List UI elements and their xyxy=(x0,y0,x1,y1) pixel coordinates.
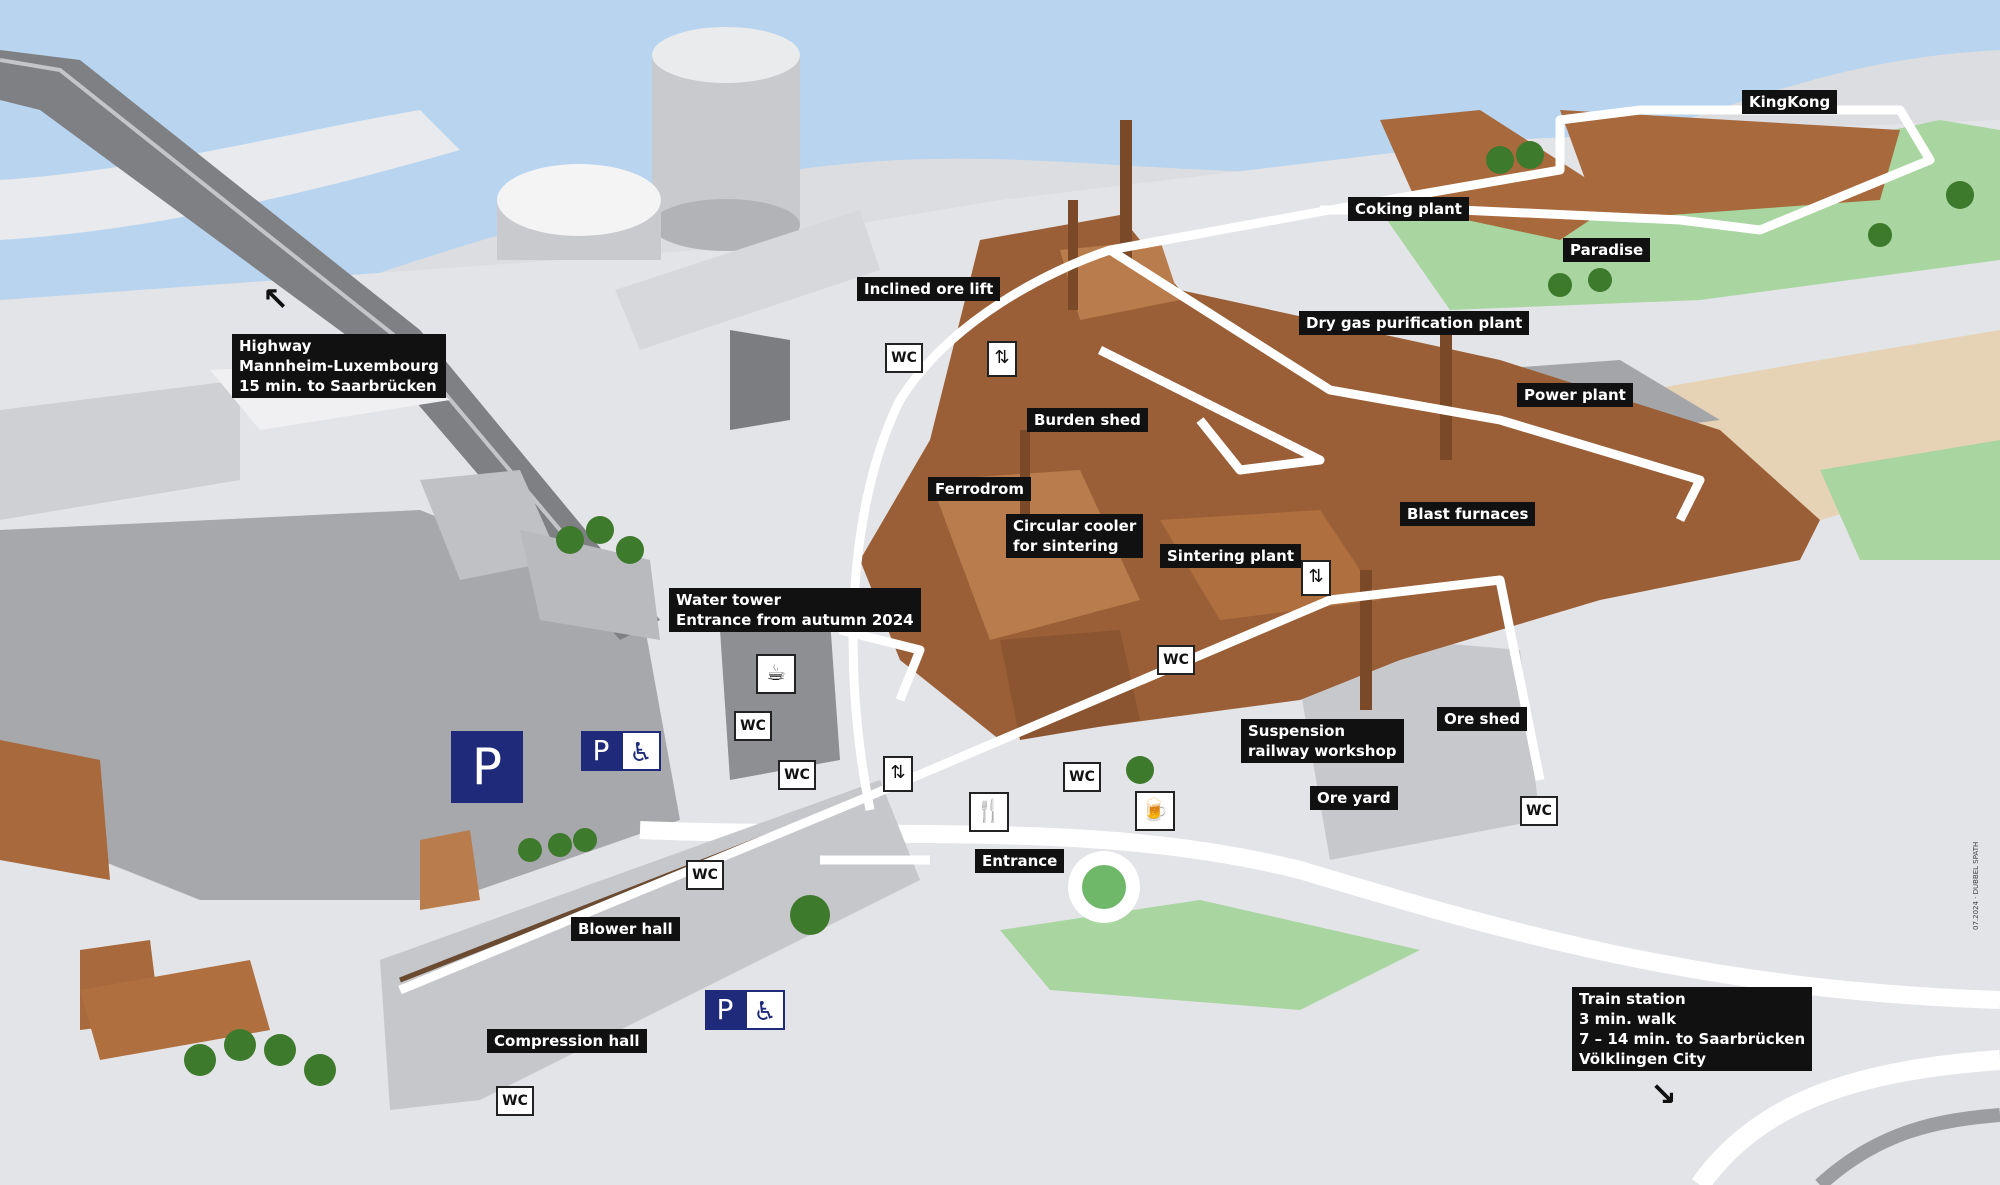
label-water-tower-line1: Water tower xyxy=(676,591,781,609)
wc-icon: WC xyxy=(686,860,724,890)
label-ore-shed: Ore shed xyxy=(1437,707,1528,731)
label-blast-furnaces: Blast furnaces xyxy=(1400,502,1536,526)
river xyxy=(0,0,2000,320)
label-train-station-line1: Train station xyxy=(1579,990,1686,1008)
label-circular-cooler: Circular cooler for sintering xyxy=(1006,514,1144,558)
beer-garden-icon: 🍺 xyxy=(1135,791,1175,831)
wheelchair-icon: ♿ xyxy=(621,731,661,771)
blower-hall xyxy=(380,780,920,1110)
elevator-icon: ⇅ xyxy=(883,756,913,792)
wc-icon: WC xyxy=(1157,645,1195,675)
label-dry-gas-purification: Dry gas purification plant xyxy=(1299,311,1530,335)
label-circular-cooler-line2: for sintering xyxy=(1013,537,1119,555)
elevator-icon: ⇅ xyxy=(1301,560,1331,596)
wc-icon: WC xyxy=(496,1086,534,1116)
label-sintering-plant: Sintering plant xyxy=(1160,544,1301,568)
map-credit: 07.2024 · DUBBEL SPATH xyxy=(1972,841,1980,930)
label-water-tower: Water tower Entrance from autumn 2024 xyxy=(669,588,921,632)
label-train-station-line4: Völklingen City xyxy=(1579,1050,1707,1068)
wc-icon: WC xyxy=(734,711,772,741)
label-highway: Highway Mannheim-Luxembourg 15 min. to S… xyxy=(232,334,446,398)
label-highway-line2: Mannheim-Luxembourg xyxy=(239,357,439,375)
restaurant-icon: 🍴 xyxy=(969,792,1009,832)
cafe-icon: ☕ xyxy=(756,654,796,694)
elevator-icon: ⇅ xyxy=(987,341,1017,377)
parking-icon: P xyxy=(705,990,745,1030)
label-circular-cooler-line1: Circular cooler xyxy=(1013,517,1137,535)
label-blower-hall: Blower hall xyxy=(571,917,680,941)
label-burden-shed: Burden shed xyxy=(1027,408,1148,432)
label-paradise: Paradise xyxy=(1563,238,1651,262)
wc-icon: WC xyxy=(1520,796,1558,826)
parking-icon: P xyxy=(581,731,621,771)
trees xyxy=(184,141,1974,1086)
accessible-parking: P ♿ xyxy=(581,731,661,771)
label-train-station: Train station 3 min. walk 7 – 14 min. to… xyxy=(1572,987,1813,1071)
label-highway-line3: 15 min. to Saarbrücken xyxy=(239,377,437,395)
arrow-nw-icon: ↖ xyxy=(262,280,289,318)
parking-icon: P xyxy=(451,731,523,803)
label-suspension-line2: railway workshop xyxy=(1248,742,1397,760)
label-suspension-line1: Suspension xyxy=(1248,722,1346,740)
label-compression-hall: Compression hall xyxy=(487,1029,647,1053)
wc-icon: WC xyxy=(778,760,816,790)
label-entrance: Entrance xyxy=(975,849,1065,873)
label-inclined-ore-lift: Inclined ore lift xyxy=(857,277,1001,301)
wc-icon: WC xyxy=(1063,762,1101,792)
label-ferrodrom: Ferrodrom xyxy=(928,477,1031,501)
label-power-plant: Power plant xyxy=(1517,383,1633,407)
label-suspension-railway: Suspension railway workshop xyxy=(1241,719,1404,763)
label-highway-line1: Highway xyxy=(239,337,312,355)
wc-icon: WC xyxy=(885,343,923,373)
wheelchair-icon: ♿ xyxy=(745,990,785,1030)
label-train-station-line2: 3 min. walk xyxy=(1579,1010,1677,1028)
label-water-tower-line2: Entrance from autumn 2024 xyxy=(676,611,914,629)
label-coking-plant: Coking plant xyxy=(1348,197,1469,221)
accessible-parking: P ♿ xyxy=(705,990,785,1030)
label-train-station-line3: 7 – 14 min. to Saarbrücken xyxy=(1579,1030,1806,1048)
label-ore-yard: Ore yard xyxy=(1310,786,1398,810)
arrow-se-icon: ↘ xyxy=(1650,1075,1677,1113)
label-kingkong: KingKong xyxy=(1742,90,1838,114)
